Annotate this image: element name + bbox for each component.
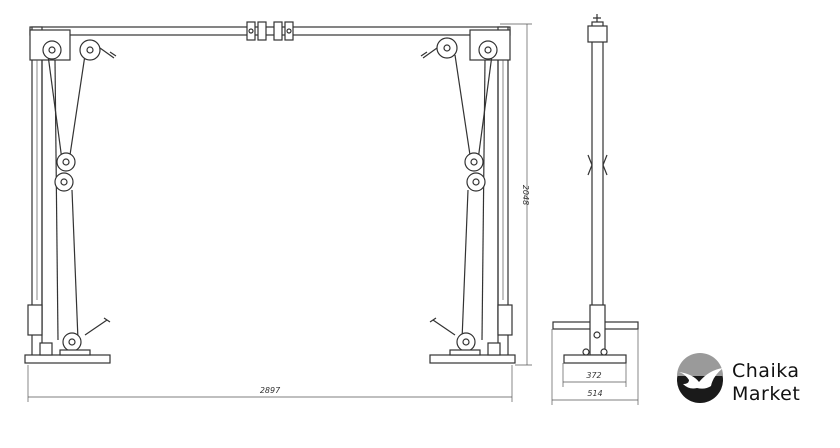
right-tower <box>420 26 516 364</box>
logo-text-line1: Chaika <box>732 360 800 382</box>
width-dimension-label: 2897 <box>260 386 281 395</box>
top-beam <box>29 26 511 36</box>
base-inner-dimension: 372 <box>562 363 627 387</box>
cable-handle <box>429 317 456 336</box>
base-inner-dimension-label: 372 <box>586 371 601 380</box>
cable-handle <box>84 317 111 336</box>
height-dimension-label: 2048 <box>521 185 530 205</box>
side-post <box>591 21 604 323</box>
base-plate <box>24 354 111 364</box>
cable-handle <box>99 47 117 59</box>
base-outer-dimension-label: 514 <box>587 389 602 398</box>
height-dimension: 2048 <box>500 23 532 366</box>
chaika-market-logo: Chaika Market <box>677 353 800 405</box>
cable-handle <box>420 47 438 59</box>
side-view: 372 514 <box>551 14 639 405</box>
width-dimension: 2897 <box>27 365 513 402</box>
left-tower <box>24 26 117 364</box>
side-base <box>563 354 627 364</box>
base-plate <box>429 354 516 364</box>
base-outer-dimension: 514 <box>551 329 639 405</box>
front-view: 2897 2048 <box>24 21 532 402</box>
logo-text-line2: Market <box>732 383 800 405</box>
top-beam-clamps <box>246 21 294 41</box>
